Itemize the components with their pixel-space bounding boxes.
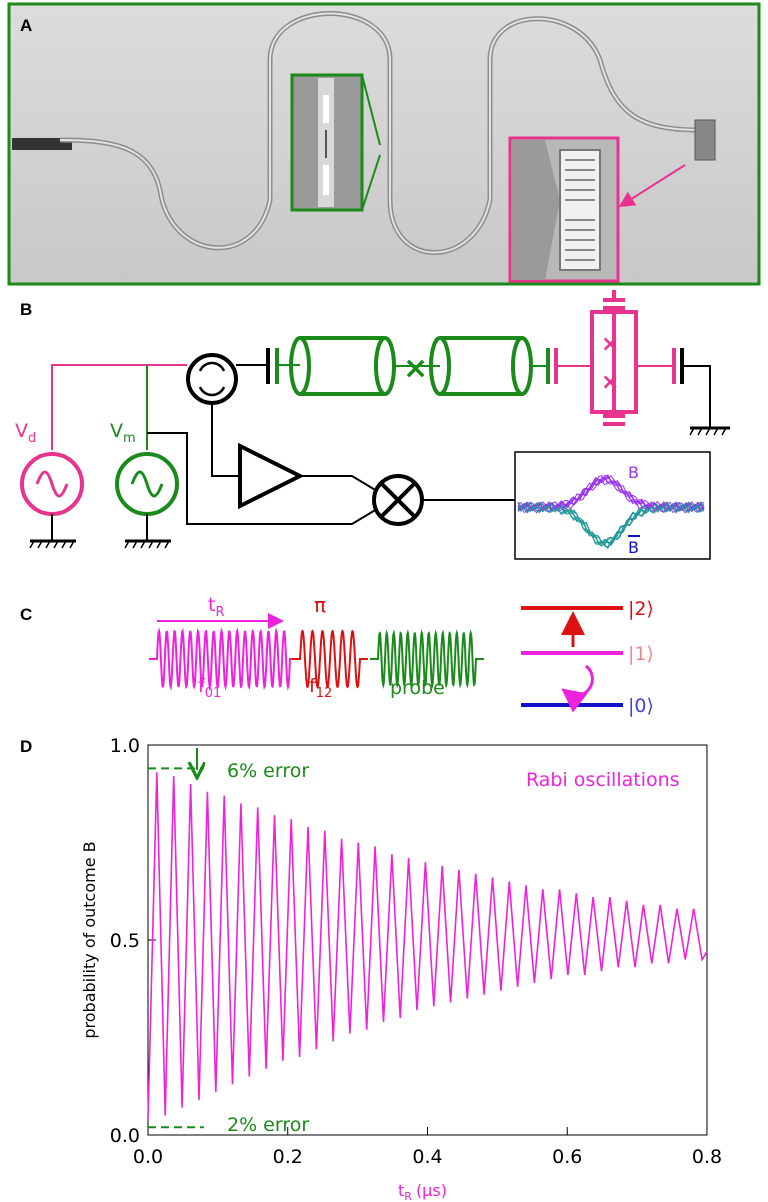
panel-label-a: A bbox=[20, 16, 33, 35]
y-tick-label: 0.0 bbox=[110, 1125, 140, 1147]
state-2-label: |2⟩ bbox=[628, 598, 654, 620]
probe-pulse bbox=[370, 629, 484, 689]
vm-label: Vm bbox=[110, 420, 136, 446]
rabi-series-line bbox=[147, 772, 708, 1120]
transmon-inset bbox=[508, 136, 686, 283]
annotation-6pct: 6% error bbox=[227, 760, 309, 782]
state-0-label: |0⟩ bbox=[628, 695, 654, 717]
amplifier bbox=[238, 442, 305, 510]
trace-b-curve bbox=[517, 476, 705, 512]
micrograph-frame bbox=[7, 2, 761, 286]
scope-traces: B B bbox=[514, 451, 711, 560]
f01-label: f01 bbox=[198, 675, 221, 701]
panel-label-c: C bbox=[20, 605, 33, 624]
svg-text:×: × bbox=[601, 370, 619, 395]
x-tick-label: 0.0 bbox=[133, 1146, 163, 1168]
x-tick-label: 0.8 bbox=[692, 1146, 722, 1168]
measure-source bbox=[115, 452, 179, 549]
drive-source bbox=[20, 452, 84, 549]
panel-label-d: D bbox=[20, 737, 33, 756]
qubit-pad bbox=[694, 119, 716, 161]
annotation-2pct: 2% error bbox=[227, 1114, 309, 1136]
pi-label: π bbox=[314, 593, 326, 617]
state-1-label: |1⟩ bbox=[628, 643, 654, 665]
y-tick-label: 1.0 bbox=[110, 735, 140, 757]
cavity-left bbox=[289, 336, 396, 396]
f12-label: f12 bbox=[309, 675, 332, 701]
mixer bbox=[372, 474, 424, 526]
circulator bbox=[186, 353, 238, 405]
panel-label-b: B bbox=[20, 300, 33, 319]
input-pad bbox=[12, 138, 72, 150]
transmon-symbol bbox=[590, 290, 638, 426]
panel-c-pulses: tR π f01 f12 probe |2⟩ |1⟩ |0⟩ bbox=[149, 593, 654, 717]
tr-label: tR bbox=[208, 594, 225, 620]
trace-bbar-curve bbox=[517, 504, 705, 547]
probe-label: probe bbox=[390, 677, 445, 699]
y-tick-label: 0.5 bbox=[110, 930, 140, 952]
x-axis-label: tR(µs) bbox=[398, 1181, 447, 1202]
panel-d-chart: 0.0 0.2 0.4 0.6 0.8 0.0 0.5 1.0 6% error 2% err… bbox=[80, 735, 722, 1202]
panel-a-micrograph bbox=[7, 2, 761, 286]
cavity-right bbox=[429, 336, 533, 396]
vd-label: Vd bbox=[15, 420, 36, 446]
x-tick-label: 0.4 bbox=[412, 1146, 442, 1168]
junction-inset bbox=[290, 73, 381, 212]
y-axis-label: probability of outcome B bbox=[80, 841, 99, 1038]
trace-b-label: B bbox=[628, 463, 639, 482]
legend-label: Rabi oscillations bbox=[526, 769, 680, 791]
panel-b-circuit: Vd Vm bbox=[15, 290, 730, 560]
junction-x: × bbox=[403, 351, 428, 386]
drive-line bbox=[51, 364, 187, 450]
x-tick-label: 0.6 bbox=[552, 1146, 582, 1168]
trace-bbar-curve bbox=[517, 502, 705, 546]
f12-pulse bbox=[292, 629, 368, 689]
trace-bbar-label: B bbox=[628, 538, 639, 557]
f01-pulse bbox=[149, 627, 298, 691]
x-tick-label: 0.2 bbox=[273, 1146, 303, 1168]
svg-text:×: × bbox=[601, 332, 619, 357]
